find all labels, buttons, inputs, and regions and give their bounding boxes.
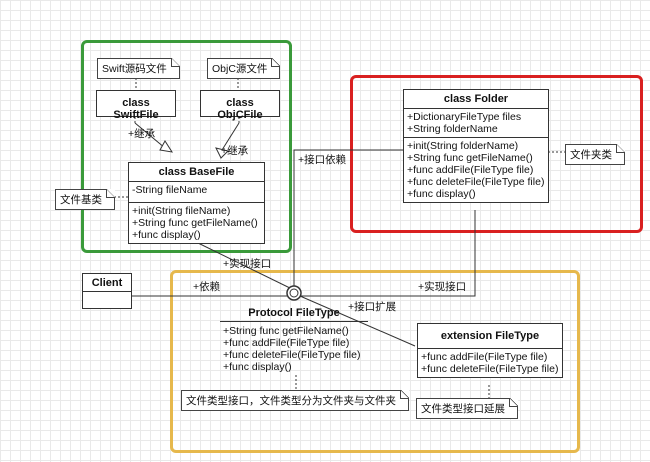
class-folder[interactable]: class Folder +DictionaryFileType files +… xyxy=(403,89,549,203)
protocol-filetype[interactable]: Protocol FileType +String func getFileNa… xyxy=(220,307,368,373)
base-file-group-frame xyxy=(81,40,292,253)
note-folder: 文件夹类 xyxy=(565,144,625,165)
attribute: +String folderName xyxy=(407,123,498,135)
note-swift-source: Swift源码文件 xyxy=(97,58,180,79)
note-objc-source: ObjC源文件 xyxy=(207,58,281,79)
class-extension-filetype-methods: +func addFile(FileType file) +func delet… xyxy=(418,349,562,377)
method: +func deleteFile(FileType file) xyxy=(421,363,559,375)
class-extension-filetype[interactable]: extension FileType +func addFile(FileTyp… xyxy=(417,323,563,378)
class-base-file-title: class BaseFile xyxy=(129,163,264,182)
attribute: -String fileName xyxy=(132,184,208,196)
attribute: +DictionaryFileType files xyxy=(407,111,522,123)
class-client[interactable]: Client xyxy=(82,273,132,309)
protocol-filetype-title: Protocol FileType xyxy=(220,307,368,322)
method: +func deleteFile(FileType file) xyxy=(407,176,545,188)
method: +func deleteFile(FileType file) xyxy=(223,349,361,361)
label-interface-dependency: +接口依赖 xyxy=(298,154,347,166)
method: +String func getFileName() xyxy=(132,217,258,229)
class-extension-filetype-title: extension FileType xyxy=(418,324,562,349)
method: +func display() xyxy=(132,229,201,241)
method: +String func getFileName() xyxy=(407,152,533,164)
method: +func addFile(FileType file) xyxy=(407,164,534,176)
label-interface-extension: +接口扩展 xyxy=(348,301,397,313)
label-implements-interface-left: +实现接口 xyxy=(223,258,272,270)
note-filetype-extension: 文件类型接口延展 xyxy=(416,398,518,419)
label-objc-inherit: +继承 xyxy=(221,145,249,157)
note-filetype-protocol: 文件类型接口，文件类型分为文件夹与文件夹 xyxy=(181,390,409,411)
class-client-title: Client xyxy=(83,274,131,292)
method: +func addFile(FileType file) xyxy=(421,351,548,363)
method: +func addFile(FileType file) xyxy=(223,337,350,349)
note-file-base: 文件基类 xyxy=(55,189,115,210)
class-objc-file-title: class ObjCFile xyxy=(217,97,263,121)
method: +init(String folderName) xyxy=(407,140,519,152)
class-swift-file[interactable]: class SwiftFile xyxy=(96,90,176,121)
class-base-file-methods: +init(String fileName) +String func getF… xyxy=(129,203,264,243)
label-client-depends: +依赖 xyxy=(193,281,221,293)
class-swift-file-title: class SwiftFile xyxy=(113,97,159,121)
method: +func display() xyxy=(407,188,476,200)
class-folder-methods: +init(String folderName) +String func ge… xyxy=(404,138,548,202)
class-folder-attributes: +DictionaryFileType files +String folder… xyxy=(404,109,548,138)
class-folder-title: class Folder xyxy=(404,90,548,109)
method: +func display() xyxy=(223,361,292,373)
class-base-file[interactable]: class BaseFile -String fileName +init(St… xyxy=(128,162,265,244)
class-objc-file[interactable]: class ObjCFile xyxy=(200,90,280,121)
folder-group-frame xyxy=(350,75,643,233)
method: +String func getFileName() xyxy=(223,325,349,337)
method: +init(String fileName) xyxy=(132,205,231,217)
protocol-filetype-methods: +String func getFileName() +func addFile… xyxy=(220,322,368,373)
filetype-group-frame xyxy=(170,270,580,453)
label-implements-interface-right: +实现接口 xyxy=(418,281,467,293)
label-swift-inherit: +继承 xyxy=(128,128,156,140)
class-base-file-attributes: -String fileName xyxy=(129,182,264,203)
